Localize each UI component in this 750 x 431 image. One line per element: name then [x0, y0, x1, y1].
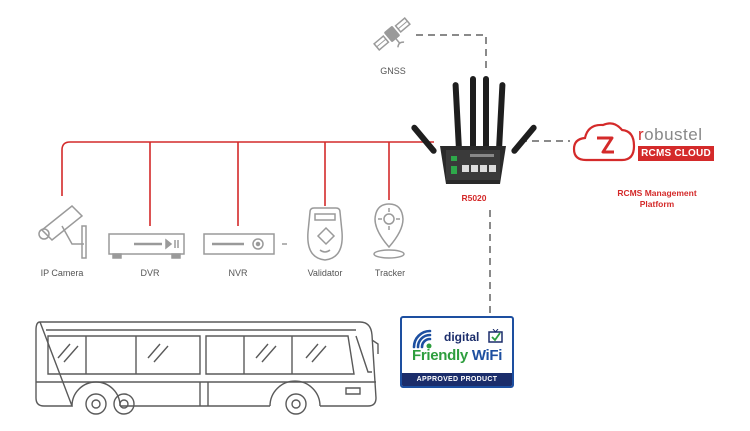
ip-camera-label: IP Camera	[40, 268, 84, 278]
satellite-icon	[373, 17, 411, 51]
rcms-caption: RCMS Management Platform	[612, 188, 702, 210]
nvr-icon	[203, 233, 287, 255]
badge-digital-text: digital	[444, 330, 480, 344]
rcms-caption-line1: RCMS Management	[617, 188, 697, 198]
validator-icon	[307, 207, 343, 261]
badge-approved-text: APPROVED PRODUCT	[402, 373, 512, 386]
tracker-label: Tracker	[374, 268, 406, 278]
robustel-logo: robustel	[638, 125, 703, 144]
wifi-signal-icon	[412, 329, 432, 349]
device-bus	[61, 141, 434, 226]
dvr-label: DVR	[140, 268, 160, 278]
gnss-label: GNSS	[380, 66, 406, 76]
bus-icon	[35, 321, 379, 415]
dvr-icon	[108, 233, 185, 259]
cloud-icon	[572, 122, 636, 162]
nvr-label: NVR	[228, 268, 248, 278]
tv-check-icon	[488, 329, 503, 343]
ip-camera-icon	[38, 204, 87, 259]
badge-friendly-wifi-text: Friendly WiFi	[412, 347, 503, 364]
gnss-link	[416, 34, 487, 72]
router-label: R5020	[461, 193, 487, 203]
validator-label: Validator	[307, 268, 343, 278]
rcms-cloud-label: RCMS CLOUD	[638, 146, 714, 161]
rcms-caption-line2: Platform	[639, 199, 675, 209]
router-icon	[411, 76, 537, 184]
tracker-icon	[373, 203, 405, 259]
friendly-wifi-badge: digital Friendly WiFi APPROVED PRODUCT	[400, 316, 514, 388]
